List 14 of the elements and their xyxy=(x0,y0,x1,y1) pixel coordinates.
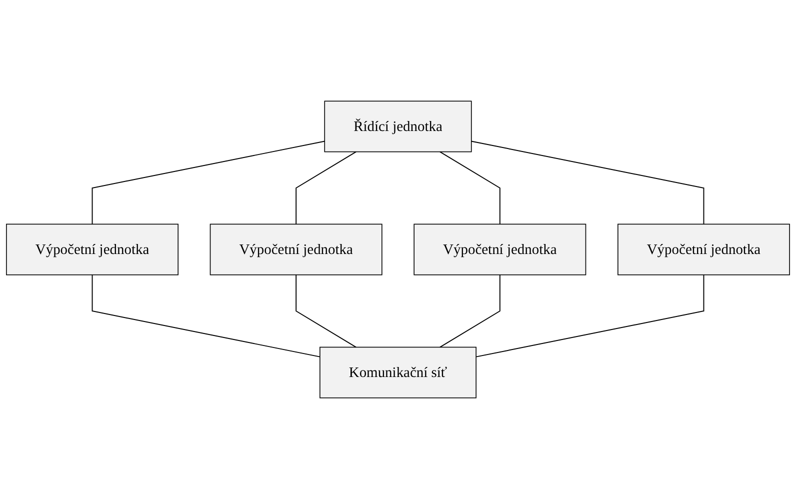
connector xyxy=(92,274,320,358)
connector xyxy=(296,274,357,348)
process-box: Výpočetní jednotka xyxy=(6,224,178,276)
connector xyxy=(470,140,704,225)
process-box: Výpočetní jednotka xyxy=(210,224,382,276)
connector xyxy=(439,151,500,225)
connector xyxy=(476,274,704,358)
process-box: Komunikační síť xyxy=(320,346,476,398)
connector xyxy=(439,274,500,348)
process-box: Výpočetní jednotka xyxy=(414,224,586,276)
process-box: Řídící jednotka xyxy=(324,100,472,152)
process-box: Výpočetní jednotka xyxy=(618,224,790,276)
connector xyxy=(296,151,357,225)
connector xyxy=(92,140,326,225)
